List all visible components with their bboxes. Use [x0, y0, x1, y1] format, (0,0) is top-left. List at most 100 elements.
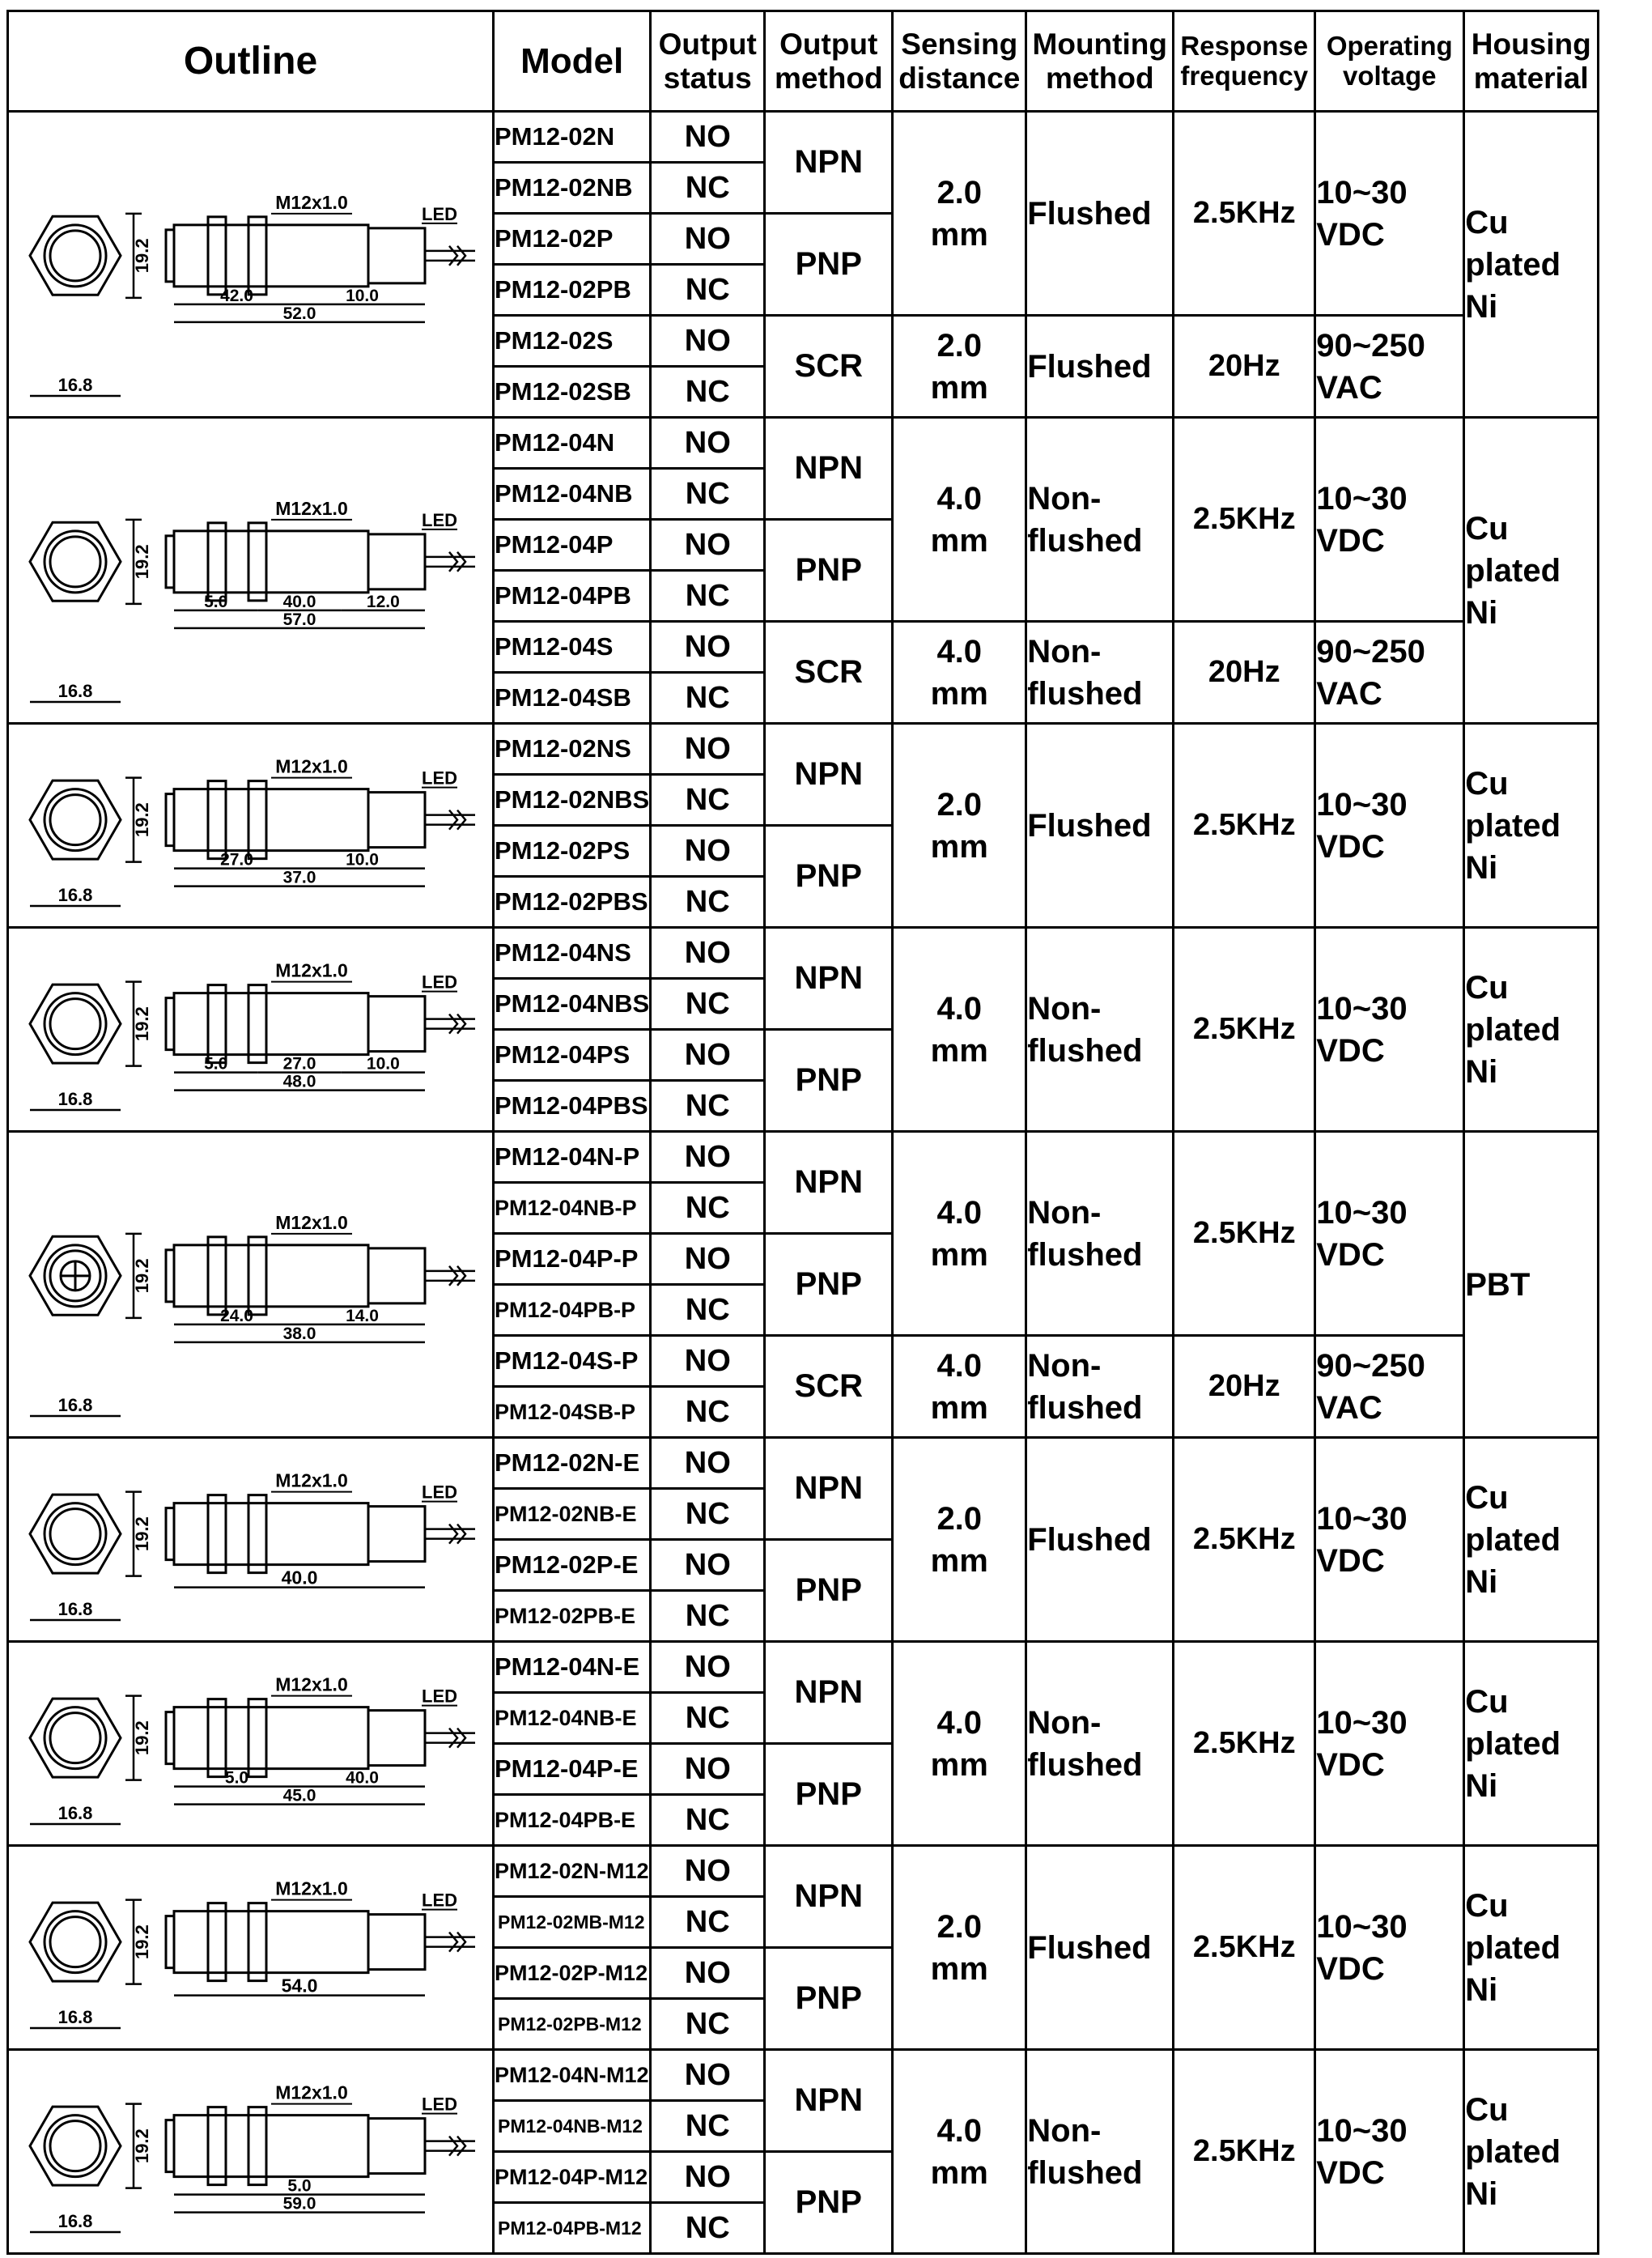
output-method-cell: PNP: [763, 1946, 894, 2051]
sensor-face-icon: [43, 1705, 107, 1770]
output-status-cell: NO: [649, 1130, 767, 1184]
nut-icon: [206, 1697, 227, 1778]
output-status-cell: NC: [649, 1181, 767, 1235]
thread-label: M12x1.0: [275, 2082, 348, 2103]
cable-icon: [424, 809, 475, 830]
hex-nut-icon: [28, 1493, 122, 1575]
model-cell: PM12-02N-M12: [491, 1844, 652, 1898]
hex-nut-icon: [28, 215, 122, 296]
tail-icon: [367, 1912, 426, 1971]
overall-label: 59.0: [282, 2194, 316, 2213]
model-cell: PM12-04P-E: [491, 1742, 652, 1796]
cable-icon: [424, 1013, 475, 1034]
length-label: 54.0: [281, 1975, 317, 1996]
height-label: 19.2: [132, 238, 152, 273]
output-status-cell: NC: [649, 2099, 767, 2153]
width-label: 16.8: [57, 885, 92, 905]
model-cell: PM12-04PBS: [491, 1079, 652, 1133]
output-method-cell: SCR: [763, 1334, 894, 1439]
overall-label: 38.0: [282, 1324, 316, 1342]
model-cell: PM12-04S-P: [491, 1334, 652, 1388]
housing-material-cell: PBT: [1463, 1130, 1600, 1439]
output-method-cell: PNP: [763, 1742, 894, 1847]
led-label: LED: [422, 768, 457, 788]
width-label: 16.8: [57, 2211, 92, 2231]
mounting-method-cell: Non-flushed: [1025, 2048, 1175, 2255]
segment-label: 24.0: [220, 1306, 253, 1325]
model-cell: PM12-04NBS: [491, 977, 652, 1031]
model-cell: PM12-04NB-P: [491, 1181, 652, 1235]
output-status-cell: NO: [649, 416, 767, 470]
height-dimension: [125, 212, 142, 299]
model-cell: PM12-04SB-P: [491, 1385, 652, 1439]
sensor-body-icon: [172, 991, 369, 1056]
output-status-cell: NC: [649, 1283, 767, 1337]
height-dimension: [125, 1232, 142, 1319]
model-cell: PM12-02PB-E: [491, 1589, 652, 1643]
segment-label: 5.0: [287, 2176, 311, 2195]
response-frequency-cell: 2.5KHz: [1172, 1640, 1317, 1847]
nut-icon: [247, 1901, 267, 1982]
cable-icon: [424, 1265, 475, 1286]
height-label: 19.2: [132, 1006, 152, 1041]
output-status-cell: NC: [649, 1589, 767, 1643]
output-status-cell: NO: [649, 1334, 767, 1388]
thread-label: M12x1.0: [275, 1877, 348, 1899]
sensor-body-icon: [172, 1909, 369, 1974]
model-cell: PM12-04PB-M12: [491, 2201, 652, 2255]
output-method-cell: PNP: [763, 2150, 894, 2255]
output-status-cell: NO: [649, 1232, 767, 1286]
mounting-method-cell: Non-flushed: [1025, 620, 1175, 725]
height-label: 19.2: [132, 1720, 152, 1755]
mounting-method-cell: Flushed: [1025, 110, 1175, 317]
response-frequency-cell: 2.5KHz: [1172, 1844, 1317, 2051]
output-status-cell: NC: [649, 161, 767, 215]
model-cell: PM12-02N-E: [491, 1436, 652, 1490]
response-frequency-cell: 2.5KHz: [1172, 110, 1317, 317]
segment-label: 27.0: [282, 1054, 316, 1073]
output-status-cell: NO: [649, 212, 767, 266]
model-cell: PM12-02PB: [491, 263, 652, 317]
output-method-cell: NPN: [763, 1436, 894, 1541]
sensor-body-icon: [172, 1705, 369, 1770]
thread-label: M12x1.0: [275, 959, 348, 980]
cable-icon: [424, 1727, 475, 1748]
response-frequency-cell: 2.5KHz: [1172, 722, 1317, 929]
sensor-face-icon: [43, 223, 107, 287]
output-status-cell: NC: [649, 2201, 767, 2255]
nut-icon: [247, 1235, 267, 1316]
nut-icon: [247, 521, 267, 602]
sensor-face-icon: [43, 991, 107, 1056]
model-cell: PM12-02PB-M12: [491, 1997, 652, 2051]
overall-label: 52.0: [282, 304, 316, 322]
